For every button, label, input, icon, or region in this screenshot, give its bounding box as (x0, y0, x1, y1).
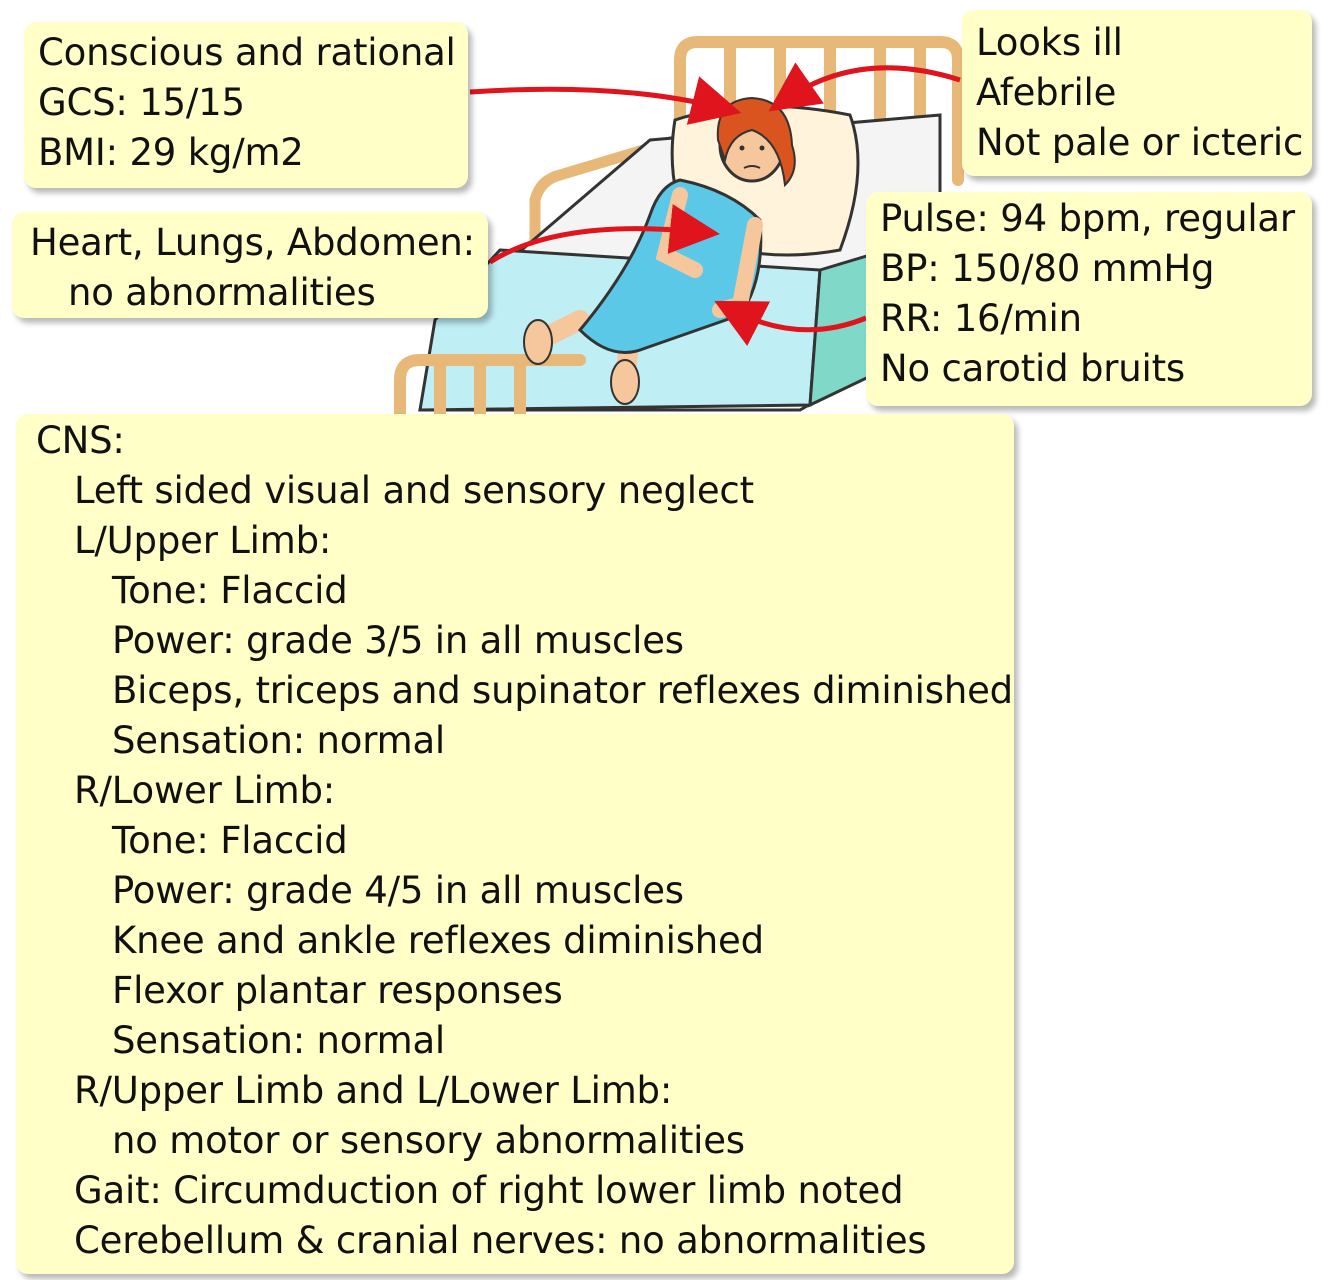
appearance-line-ill: Looks ill (976, 21, 1123, 64)
cns-lul-power: Power: grade 3/5 in all muscles (112, 619, 684, 662)
patient-foot-right (610, 359, 640, 405)
cns-box: CNS: Left sided visual and sensory negle… (16, 414, 1014, 1274)
general-line-consciousness: Conscious and rational (38, 31, 456, 74)
cns-lul-heading: L/Upper Limb: (74, 519, 332, 562)
bed-footboard (394, 354, 586, 420)
cns-lul-sensation: Sensation: normal (112, 719, 445, 762)
cns-heading: CNS: (36, 419, 125, 462)
cns-gait: Gait: Circumduction of right lower limb … (74, 1169, 904, 1212)
patient-mouth (743, 165, 761, 169)
vitals-box: Pulse: 94 bpm, regular BP: 150/80 mmHg R… (866, 192, 1312, 406)
cns-rll-power: Power: grade 4/5 in all muscles (112, 869, 684, 912)
appearance-box: Looks ill Afebrile Not pale or icteric (962, 10, 1312, 176)
systems-line-finding: no abnormalities (68, 271, 376, 314)
general-findings-box: Conscious and rational GCS: 15/15 BMI: 2… (24, 22, 468, 188)
vitals-line-rr: RR: 16/min (880, 297, 1082, 340)
general-line-gcs: GCS: 15/15 (38, 81, 245, 124)
patient-eye-left (739, 145, 745, 151)
cns-other-finding: no motor or sensory abnormalities (112, 1119, 745, 1162)
vitals-line-bp: BP: 150/80 mmHg (880, 247, 1215, 290)
cns-rll-plantar: Flexor plantar responses (112, 969, 563, 1012)
cns-rll-heading: R/Lower Limb: (74, 769, 336, 812)
cns-other-heading: R/Upper Limb and L/Lower Limb: (74, 1069, 673, 1112)
cns-rll-reflexes: Knee and ankle reflexes diminished (112, 919, 764, 962)
systems-line-heading: Heart, Lungs, Abdomen: (30, 221, 475, 264)
cns-rll-sensation: Sensation: normal (112, 1019, 445, 1062)
patient-eye-right (759, 145, 765, 151)
appearance-line-pallor: Not pale or icteric (976, 121, 1304, 164)
cns-cerebellum: Cerebellum & cranial nerves: no abnormal… (74, 1219, 927, 1262)
general-line-bmi: BMI: 29 kg/m2 (38, 131, 304, 174)
systems-box: Heart, Lungs, Abdomen: no abnormalities (12, 212, 488, 318)
cns-rll-tone: Tone: Flaccid (112, 819, 348, 862)
vitals-line-bruits: No carotid bruits (880, 347, 1185, 390)
vitals-line-pulse: Pulse: 94 bpm, regular (880, 197, 1295, 240)
appearance-line-afebrile: Afebrile (976, 71, 1117, 114)
cns-lul-tone: Tone: Flaccid (112, 569, 348, 612)
bed-side-rail (529, 124, 716, 261)
cns-lul-reflexes: Biceps, triceps and supinator reflexes d… (112, 669, 1013, 712)
cns-neglect: Left sided visual and sensory neglect (74, 469, 754, 512)
patient-foot-left (523, 319, 553, 365)
